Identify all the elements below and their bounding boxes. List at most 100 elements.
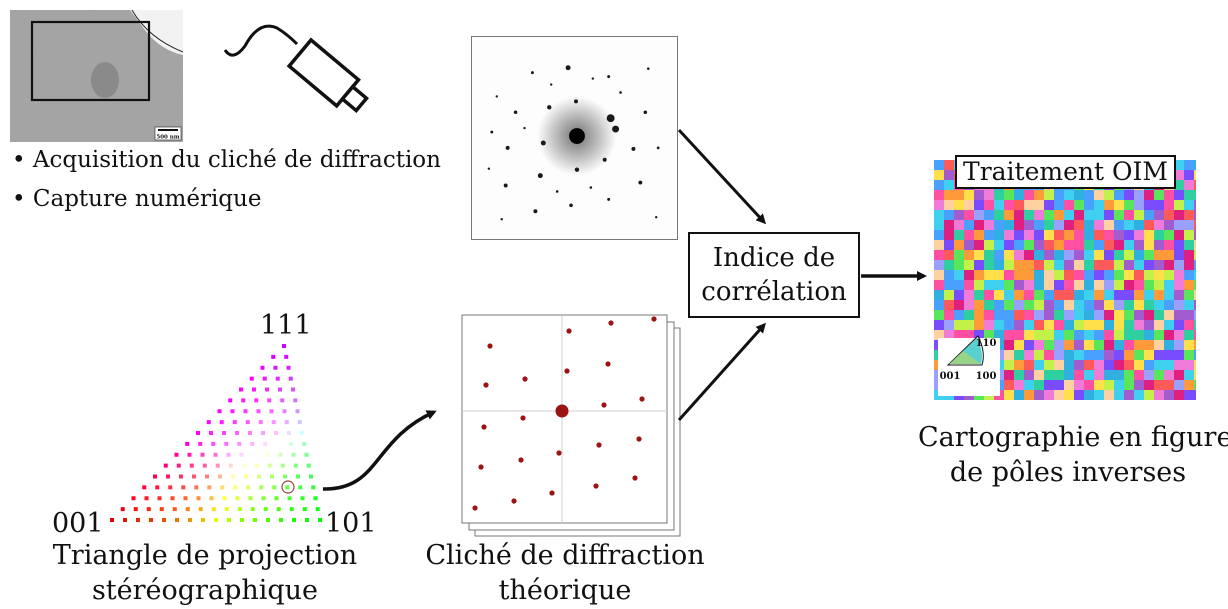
oim-grain [1094,390,1105,400]
oim-grain [1164,240,1175,251]
oim-grain [1184,370,1195,381]
triangle-dot [288,376,293,381]
oim-grain [1074,280,1085,291]
oim-grain [1034,210,1045,221]
oim-grain [1014,330,1025,341]
triangle-dot [289,507,294,512]
oim-grain [964,300,975,311]
oim-grain [1144,390,1155,400]
oim-grain [1134,380,1145,391]
oim-legend-001: 001 [940,371,961,382]
oim-grain [1174,380,1185,391]
oim-grain [984,190,995,201]
triangle-dot [293,398,298,403]
oim-grain [1184,220,1195,231]
oim-grain [1014,240,1025,251]
oim-grain [1054,280,1065,291]
triangle-dot [235,496,240,501]
oim-grain [1044,320,1055,331]
oim-grain [964,290,975,301]
oim-grain [1134,260,1145,271]
oim-grain [1184,280,1195,291]
oim-grain [1184,390,1195,400]
oim-grain [1004,330,1015,341]
oim-grain [994,230,1005,241]
oim-grain [1084,380,1095,391]
triangle-dot [258,420,263,425]
oim-grain [1104,370,1115,381]
oim-grain [1194,260,1196,271]
oim-grain [1064,190,1075,201]
experimental-diffraction-pattern [471,36,678,240]
oim-grain [1004,200,1015,211]
oim-grain [1174,280,1185,291]
oim-grain [1014,380,1025,391]
triangle-dot [256,409,261,414]
oim-grain [1104,390,1115,400]
oim-grain [1134,290,1145,301]
oim-grain [1074,370,1085,381]
oim-grain [1044,370,1055,381]
oim-grain [1144,290,1155,301]
oim-grain [1054,230,1065,241]
oim-grain [1044,350,1055,361]
triangle-dot [266,518,270,522]
oim-grain [1184,270,1195,281]
oim-grain [1124,200,1135,211]
oim-grain [1054,240,1065,251]
oim-grain [1064,220,1075,231]
oim-grain [994,250,1005,261]
oim-grain [1074,190,1085,201]
oim-grain [1174,260,1185,271]
triangle-dot [302,507,307,512]
oim-grain [1084,190,1095,201]
oim-grain [1134,230,1145,241]
oim-grain [1024,210,1035,221]
oim-grain [1194,350,1196,361]
arrow-pattern-to-correlation [677,128,767,225]
triangle-dot [291,452,296,457]
triangle-dot [257,474,261,479]
triangle-dot [207,485,212,490]
oim-grain [1184,340,1195,351]
oim-grain [1124,390,1135,400]
oim-grain [1024,190,1035,201]
oim-grain [1044,270,1055,281]
oim-grain [994,200,1005,211]
triangle-dot [144,496,149,501]
oim-grain [934,180,945,191]
oim-grain [1134,330,1145,341]
triangle-dot [222,431,226,435]
oim-grain [1004,390,1015,400]
oim-grain [1114,330,1125,341]
triangle-dot [230,409,235,414]
oim-grain [1064,360,1075,371]
oim-grain [1034,260,1045,271]
oim-grain [1134,240,1145,251]
oim-grain [1064,340,1075,351]
triangle-dot [276,507,281,512]
oim-grain [954,270,965,281]
oim-grain [1114,350,1125,361]
oim-grain [1054,290,1065,301]
oim-grain [1144,280,1155,291]
oim-grain [1034,370,1045,381]
oim-grain [1044,190,1055,201]
oim-grain [974,230,985,241]
stereographic-triangle [110,344,322,522]
oim-grain [1024,300,1035,311]
oim-grain [1054,270,1065,281]
oim-grain [1194,280,1196,291]
oim-grain [934,200,945,211]
oim-grain [974,240,985,251]
triangle-dot [174,452,179,457]
oim-grain [1064,390,1075,400]
oim-grain [964,230,975,241]
oim-grain [1084,270,1095,281]
triangle-dot [217,409,222,414]
oim-grain [1074,310,1085,321]
oim-grain [1094,200,1105,211]
oim-grain [1084,350,1095,361]
oim-grain [1144,380,1155,391]
oim-grain [1094,250,1105,261]
